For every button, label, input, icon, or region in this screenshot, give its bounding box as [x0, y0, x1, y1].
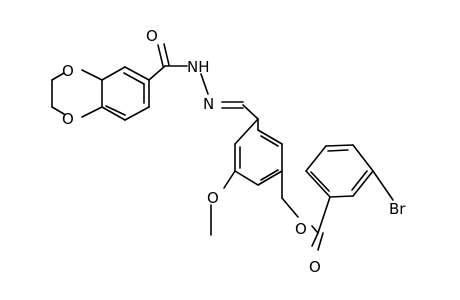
atom-o-ester: O: [295, 220, 307, 238]
atom-o-methoxy: O: [207, 189, 219, 207]
central-benzene-ring: [234, 118, 283, 186]
ester-linker: [281, 170, 331, 251]
methoxy-group: [210, 170, 236, 236]
atom-o-dioxane-upper: O: [62, 62, 74, 80]
hydrazide-linker: [148, 43, 259, 120]
atom-br: Br: [389, 200, 406, 218]
benzodioxane-benzene-ring: [101, 66, 150, 121]
atom-n-imine: N: [203, 95, 214, 113]
bromophenyl-ring: [305, 144, 394, 201]
atom-nh: NH: [187, 58, 210, 76]
dioxane-ring: [51, 69, 103, 118]
atom-o-carbonyl-top: O: [146, 27, 158, 45]
atom-o-carbonyl-bottom: O: [309, 258, 321, 276]
atom-o-dioxane-lower: O: [62, 110, 74, 128]
